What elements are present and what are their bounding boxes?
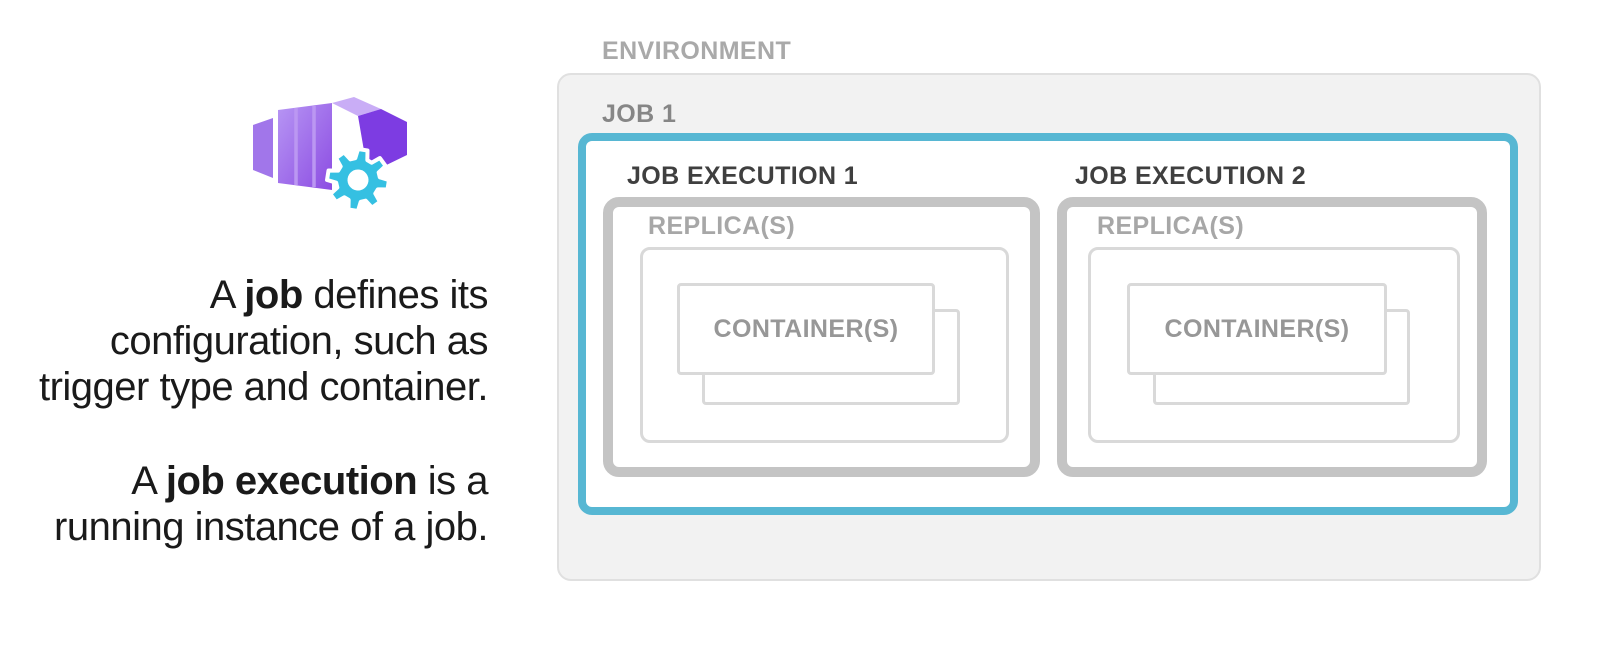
description-line: running instance of a job. — [54, 505, 488, 549]
replica-label-2: REPLICA(S) — [1097, 212, 1245, 240]
job-bold-text: job — [244, 273, 303, 317]
description-line: A job execution is a — [10, 458, 488, 504]
container-front-face-shape — [278, 103, 332, 190]
gear-icon — [325, 147, 391, 213]
container-label-1: CONTAINER(S) — [713, 314, 899, 343]
container-stripes — [294, 106, 316, 187]
text-segment: defines its — [302, 273, 488, 317]
job-execution-bold-text: job execution — [165, 459, 418, 503]
job-execution-2-group: JOB EXECUTION 2 REPLICA(S) CONTAINER(S) — [1057, 162, 1487, 478]
text-segment: A — [209, 273, 245, 317]
container-top-face-shape — [332, 97, 381, 116]
container-card-front-2: CONTAINER(S) — [1127, 283, 1387, 375]
job-execution-1-label: JOB EXECUTION 1 — [627, 162, 859, 190]
environment-label: ENVIRONMENT — [602, 37, 792, 65]
job-label: JOB 1 — [602, 100, 677, 128]
description-line: trigger type and container. — [38, 365, 489, 409]
container-slab-shape — [253, 118, 273, 178]
container-apps-job-icon — [253, 97, 407, 213]
container-label-2: CONTAINER(S) — [1164, 314, 1350, 343]
text-segment: A — [131, 459, 166, 503]
job-execution-1-group: JOB EXECUTION 1 REPLICA(S) CONTAINER(S) — [603, 162, 1040, 478]
replica-label-1: REPLICA(S) — [648, 212, 796, 240]
container-card-front-1: CONTAINER(S) — [677, 283, 935, 375]
description-line: A job defines its — [10, 272, 489, 318]
description-text: A job defines its configuration, such as… — [10, 272, 489, 550]
text-segment: is a — [417, 459, 489, 503]
description-line: configuration, such as — [109, 319, 489, 363]
container-right-face-shape — [358, 109, 407, 174]
job-execution-2-label: JOB EXECUTION 2 — [1075, 162, 1307, 190]
